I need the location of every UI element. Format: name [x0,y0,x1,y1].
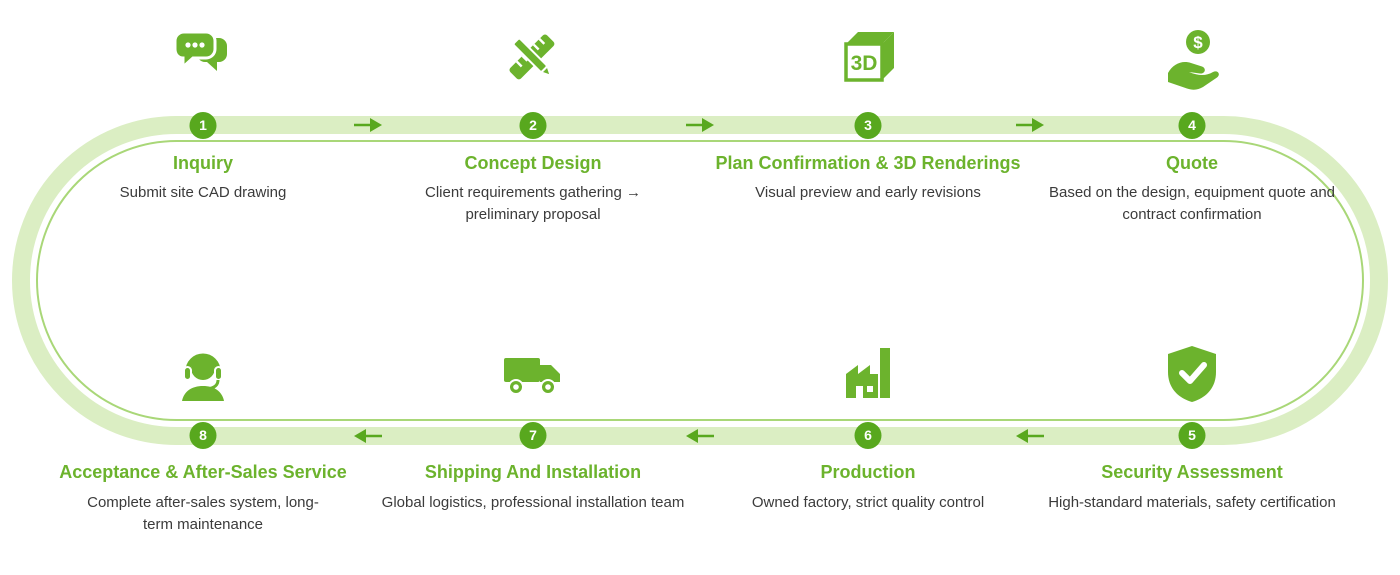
step-description: Client requirements gathering → prelimin… [425,184,641,223]
step-description: Based on the design, equipment quote and… [1048,184,1336,223]
step-description: Complete after-sales system, long-term m… [87,494,319,533]
step-number-badge: 1 [189,112,217,139]
money-hand-icon: $ [1160,26,1224,90]
step-number-badge: 3 [854,112,882,139]
flow-arrow-left [1016,429,1044,443]
factory-icon [836,342,900,406]
step-number-badge: 5 [1178,422,1206,449]
step-after-sales-service: 8 Acceptance & After-Sales Service Compl… [33,330,373,575]
step-title: Acceptance & After-Sales Service [59,462,347,482]
step-title: Concept Design [464,153,602,173]
headset-icon [171,342,235,406]
step-description: High-standard materials, safety certific… [1048,494,1336,511]
step-description: Submit site CAD drawing [119,184,287,201]
step-production: 6 Production Owned factory, strict quali… [698,330,1038,575]
step-concept-design: 2 Concept Design Client requirements gat… [363,0,703,240]
step-shipping-installation: 7 Shipping And Installation Global logis… [363,330,703,575]
coin-dollar-symbol: $ [1193,33,1203,52]
flow-arrow-left [354,429,382,443]
step-title: Quote [1166,153,1218,173]
flow-arrow-right [686,118,714,132]
flow-arrow-left [686,429,714,443]
step-quote: $ 4 Quote Based on the design, equipment… [1022,0,1362,240]
step-number-badge: 4 [1178,112,1206,139]
step-plan-confirmation: 3D 3 Plan Confirmation & 3D Renderings V… [698,0,1038,240]
process-loop-inner-line [36,140,1364,421]
step-title: Security Assessment [1101,462,1283,482]
shield-check-icon [1160,342,1224,406]
3d-cube-icon: 3D [836,26,900,90]
flow-arrow-right [354,118,382,132]
step-title: Shipping And Installation [424,462,642,482]
cube-3d-label: 3D [851,52,878,75]
step-description: Visual preview and early revisions [755,184,981,201]
step-number-badge: 2 [519,112,547,139]
flow-arrow-right [1016,118,1044,132]
step-security-assessment: 5 Security Assessment High-standard mate… [1022,330,1362,575]
step-title: Production [820,462,916,482]
step-inquiry: 1 Inquiry Submit site CAD drawing [33,0,373,240]
step-title: Inquiry [172,153,233,173]
step-description: Owned factory, strict quality control [751,494,985,511]
step-title: Plan Confirmation & 3D Renderings [715,153,1021,173]
step-description: Global logistics, professional installat… [381,494,685,511]
step-number-badge: 8 [189,422,217,449]
ruler-pencil-icon [501,26,565,90]
step-number-badge: 6 [854,422,882,449]
truck-icon [501,342,565,406]
step-number-badge: 7 [519,422,547,449]
chat-icon [171,26,235,90]
